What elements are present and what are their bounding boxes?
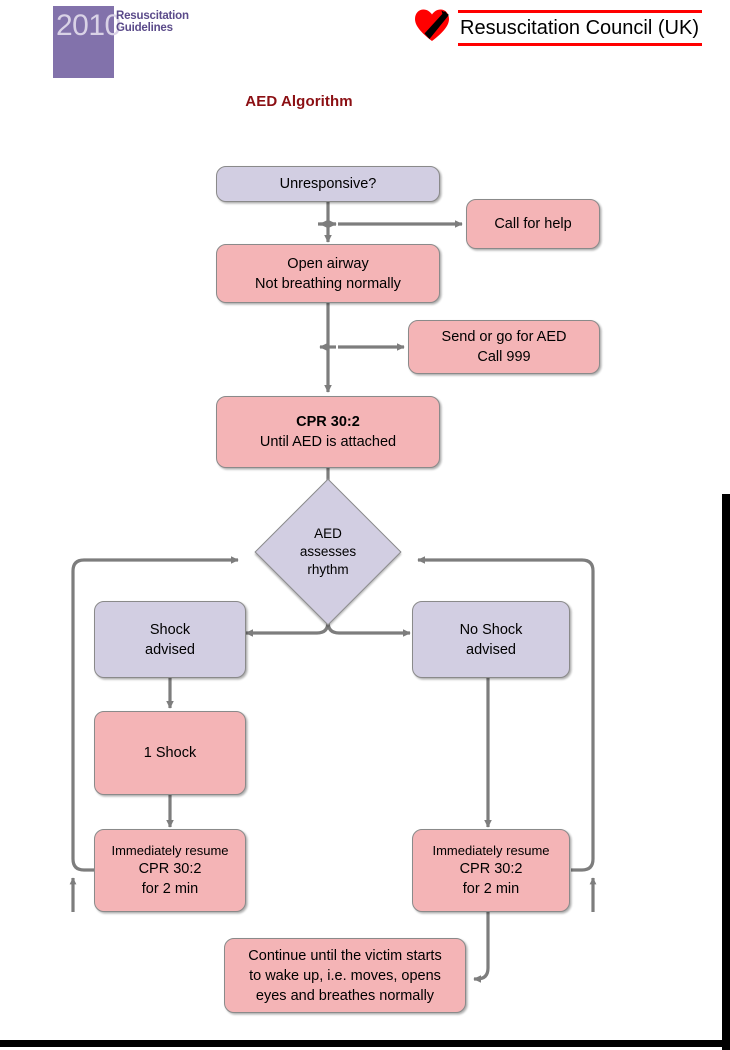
node-unresponsive-label: Unresponsive?	[279, 176, 377, 192]
node-diamond-line1: AED	[314, 526, 342, 541]
node-diamond-line3: rhythm	[307, 562, 349, 577]
node-call-for-help-label: Call for help	[494, 216, 572, 232]
node-send-for-aed[interactable]: Send or go for AED Call 999	[408, 320, 600, 374]
node-open-airway[interactable]: Open airway Not breathing normally	[216, 244, 440, 303]
node-resume-cpr-left-line3: for 2 min	[141, 881, 199, 897]
guidelines-subtitle-line1: Resuscitation	[116, 10, 189, 22]
node-send-for-aed-line2: Call 999	[477, 349, 531, 365]
node-continue-until-line1: Continue until the victim starts	[248, 947, 442, 964]
node-no-shock-advised-line2: advised	[466, 641, 516, 658]
guidelines-subtitle: Resuscitation Guidelines	[116, 10, 189, 34]
resuscitation-council-logo: Resuscitation Council (UK)	[414, 4, 704, 48]
guidelines-year: 2010	[56, 9, 121, 42]
node-resume-cpr-left-line2: CPR 30:2	[138, 861, 202, 877]
node-continue-until-line3: eyes and breathes normally	[255, 987, 435, 1004]
council-name: Resuscitation Council (UK)	[460, 17, 699, 39]
node-cpr-30-2[interactable]: CPR 30:2 Until AED is attached	[216, 396, 440, 468]
page-edge-right	[722, 494, 730, 1050]
page-title: AED Algorithm	[245, 93, 353, 110]
logo-rule-top	[458, 10, 702, 13]
node-continue-until-line2: to wake up, i.e. moves, opens	[249, 967, 441, 984]
node-cpr-30-2-line2: Until AED is attached	[259, 434, 397, 450]
node-resume-cpr-right-line1: Immediately resume	[432, 843, 550, 858]
node-send-for-aed-line1: Send or go for AED	[441, 329, 567, 345]
node-open-airway-line2: Not breathing normally	[255, 275, 401, 292]
node-call-for-help[interactable]: Call for help	[466, 199, 600, 249]
node-cpr-30-2-line1: CPR 30:2	[296, 414, 360, 430]
node-open-airway-line1: Open airway	[287, 255, 369, 272]
node-resume-cpr-right-line2: CPR 30:2	[459, 861, 523, 877]
node-one-shock-label: 1 Shock	[143, 745, 197, 761]
node-resume-cpr-right[interactable]: Immediately resume CPR 30:2 for 2 min	[412, 829, 570, 912]
node-no-shock-advised-line1: No Shock	[459, 621, 523, 638]
guidelines-subtitle-line2: Guidelines	[116, 21, 173, 34]
node-resume-cpr-left-line1: Immediately resume	[111, 843, 229, 858]
guidelines-logo-block	[53, 6, 114, 78]
node-continue-until[interactable]: Continue until the victim starts to wake…	[224, 938, 466, 1013]
node-resume-cpr-left[interactable]: Immediately resume CPR 30:2 for 2 min	[94, 829, 246, 912]
node-no-shock-advised[interactable]: No Shock advised	[412, 601, 570, 678]
node-unresponsive[interactable]: Unresponsive?	[216, 166, 440, 202]
heart-icon	[415, 9, 449, 41]
node-resume-cpr-right-line3: for 2 min	[462, 881, 520, 897]
node-shock-advised-line1: Shock	[149, 621, 191, 638]
logo-rule-bottom	[458, 43, 702, 46]
diamond-text: AED assesses rhythm	[252, 500, 404, 604]
node-shock-advised[interactable]: Shock advised	[94, 601, 246, 678]
page-edge-bottom	[0, 1040, 730, 1047]
node-shock-advised-line2: advised	[145, 641, 195, 658]
node-one-shock[interactable]: 1 Shock	[94, 711, 246, 795]
node-diamond-line2: assesses	[299, 544, 357, 559]
node-aed-assesses-rhythm[interactable]: AED assesses rhythm	[252, 478, 404, 626]
